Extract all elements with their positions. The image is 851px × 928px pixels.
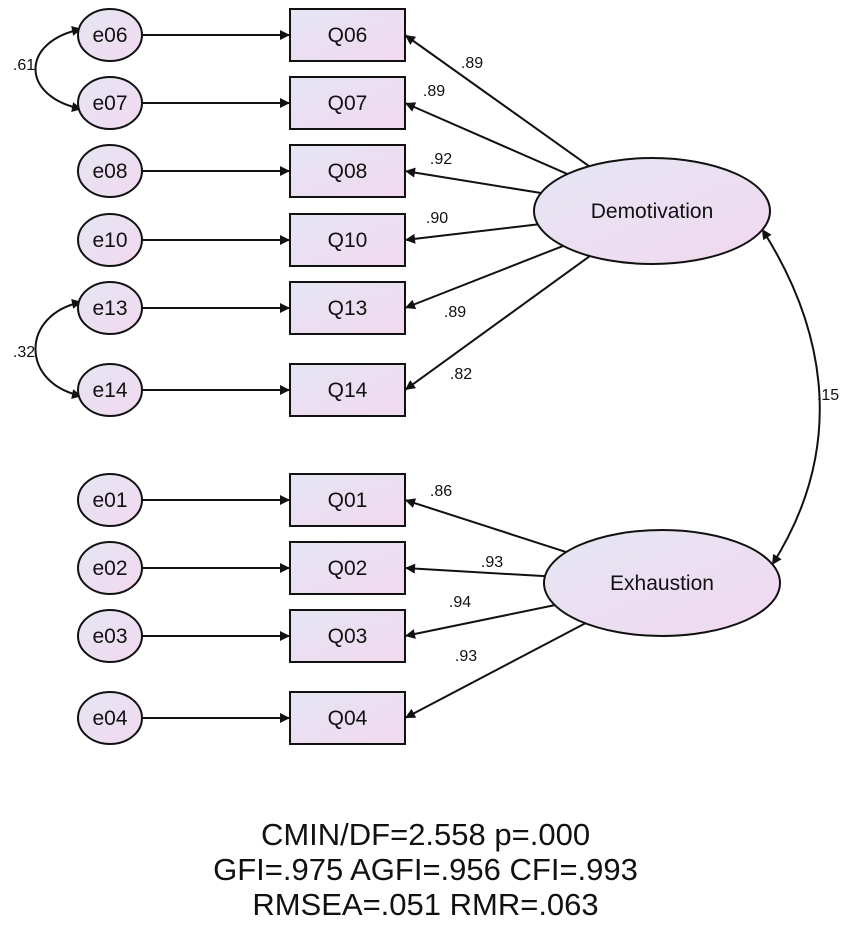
observed-label-q13: Q13 <box>328 297 368 320</box>
loading-value-q10: .90 <box>426 210 448 227</box>
observed-box-q01 <box>289 473 406 527</box>
latent-label-exhaustion: Exhaustion <box>610 572 714 595</box>
loading-arrow-q14 <box>404 255 591 391</box>
error-label-e02: e02 <box>92 557 127 580</box>
error-node-e06 <box>77 8 143 62</box>
loading-value-q06: .89 <box>461 55 483 72</box>
loading-arrow-q04 <box>404 622 586 719</box>
loading-arrow-q03 <box>404 604 555 639</box>
latent-label-demotivation: Demotivation <box>591 200 714 223</box>
covariance-value-e13-e14: .32 <box>13 344 35 361</box>
covariance-e06-e07 <box>34 26 83 112</box>
observed-label-q10: Q10 <box>328 229 368 252</box>
error-label-e04: e04 <box>92 707 127 730</box>
error-node-e14 <box>77 363 143 417</box>
error-node-e08 <box>77 144 143 198</box>
observed-box-q14 <box>289 363 406 417</box>
error-node-e03 <box>77 609 143 663</box>
observed-label-q04: Q04 <box>328 707 368 730</box>
observed-label-q07: Q07 <box>328 92 368 115</box>
observed-label-q06: Q06 <box>328 24 368 47</box>
error-label-e13: e13 <box>92 297 127 320</box>
error-label-e14: e14 <box>92 379 127 402</box>
fit-index-line-2: GFI=.975 AGFI=.956 CFI=.993 <box>213 852 638 887</box>
loading-arrow-q06 <box>404 34 590 167</box>
loading-arrow-q08 <box>404 167 542 195</box>
observed-box-q10 <box>289 213 406 267</box>
error-label-e06: e06 <box>92 24 127 47</box>
loading-arrow-q01 <box>404 498 567 554</box>
covariance-e13-e14 <box>34 299 83 399</box>
loading-value-q03: .94 <box>449 594 471 611</box>
loading-arrow-q07 <box>404 102 568 175</box>
error-node-e13 <box>77 281 143 335</box>
error-node-e01 <box>77 473 143 527</box>
error-node-e10 <box>77 213 143 267</box>
latent-correlation-arrow <box>761 228 821 566</box>
observed-box-q06 <box>289 8 406 62</box>
observed-label-q02: Q02 <box>328 557 368 580</box>
observed-label-q14: Q14 <box>328 379 368 402</box>
error-node-e04 <box>77 691 143 745</box>
loading-value-q01: .86 <box>430 483 452 500</box>
observed-box-q02 <box>289 541 406 595</box>
error-label-e07: e07 <box>92 92 127 115</box>
loading-value-q02: .93 <box>481 554 503 571</box>
observed-box-q13 <box>289 281 406 335</box>
observed-label-q01: Q01 <box>328 489 368 512</box>
observed-box-q08 <box>289 144 406 198</box>
fit-index-line-1: CMIN/DF=2.558 p=.000 <box>260 817 591 852</box>
loading-arrow-q13 <box>404 244 564 309</box>
loading-arrow-q10 <box>404 223 538 244</box>
error-label-e08: e08 <box>92 160 127 183</box>
loading-value-q04: .93 <box>455 648 477 665</box>
observed-label-q03: Q03 <box>328 625 368 648</box>
error-label-e10: e10 <box>92 229 127 252</box>
error-node-e07 <box>77 76 143 130</box>
observed-label-q08: Q08 <box>328 160 368 183</box>
error-node-e02 <box>77 541 143 595</box>
observed-box-q04 <box>289 691 406 745</box>
fit-index-line-3: RMSEA=.051 RMR=.063 <box>252 887 599 922</box>
loading-value-q13: .89 <box>444 304 466 321</box>
latent-correlation-value: .15 <box>817 387 839 404</box>
loading-value-q08: .92 <box>430 151 452 168</box>
loading-value-q14: .82 <box>450 366 472 383</box>
covariance-value-e06-e07: .61 <box>13 57 35 74</box>
error-label-e03: e03 <box>92 625 127 648</box>
error-label-e01: e01 <box>92 489 127 512</box>
latent-node-exhaustion <box>543 529 781 637</box>
observed-box-q03 <box>289 609 406 663</box>
latent-node-demotivation <box>533 157 771 265</box>
observed-box-q07 <box>289 76 406 130</box>
loading-value-q07: .89 <box>423 83 445 100</box>
loading-arrow-q02 <box>404 563 546 578</box>
